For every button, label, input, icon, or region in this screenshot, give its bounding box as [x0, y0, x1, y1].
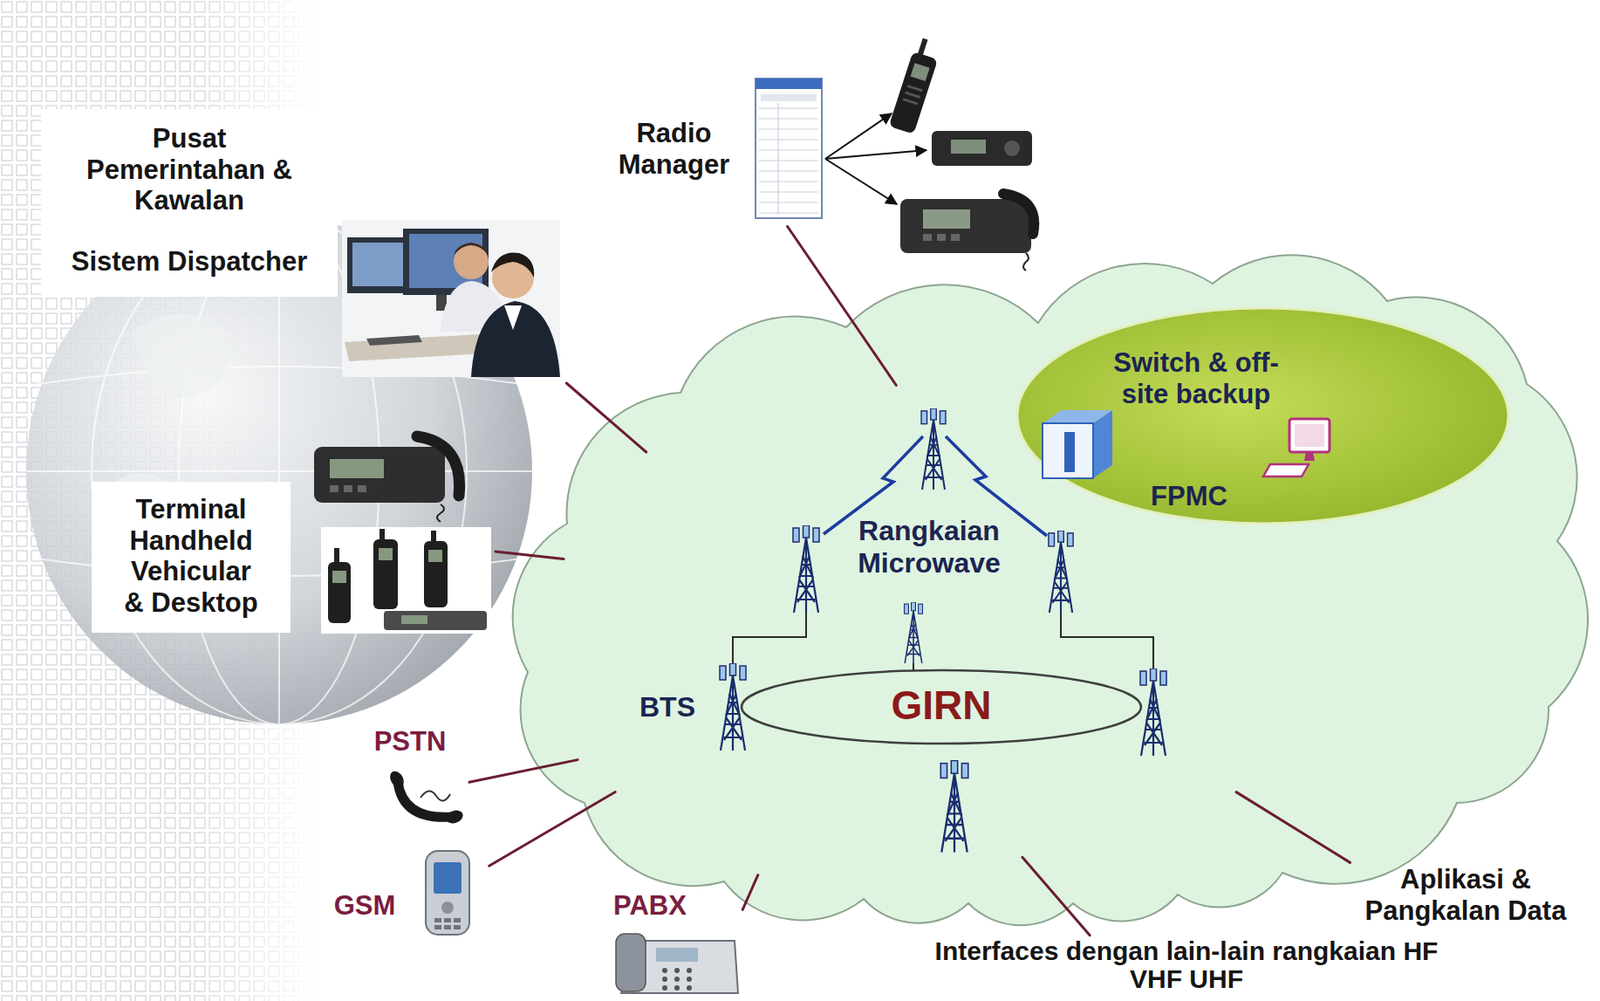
node-text: Switch & off-site backup [1091, 347, 1301, 410]
node-text: GSM [321, 889, 409, 922]
green-shape [1017, 307, 1509, 524]
microwave-towers [719, 408, 1167, 853]
gsm-link: GSM [321, 841, 487, 943]
node-text: Sistem Dispatcher [49, 246, 329, 278]
interfaces-note: Interfaces dengan lain-lain rangkaian HF… [907, 936, 1466, 997]
green-outline [1015, 306, 1511, 526]
text-slot: Rangkaian Microwave [841, 514, 1017, 580]
node-text: GIRN [739, 682, 1143, 729]
connector-line [566, 382, 646, 452]
text-slot: Interfaces dengan lain-lain rangkaian HF… [916, 936, 1457, 992]
dispatch-panel: Pusat Pemerintahan & KawalanSistem Dispa… [41, 109, 338, 297]
pabx-link: PABX [601, 889, 742, 999]
connector-line [742, 875, 759, 910]
node-text: Pusat Pemerintahan & Kawalan [71, 123, 308, 217]
radio-manager: Radio Manager [601, 74, 834, 225]
node-text: FPMC [1110, 480, 1268, 513]
text-slot: Aplikasi & Pangkalan Data [1352, 863, 1580, 926]
terminal-panel: Terminal Handheld Vehicular & Desktop [91, 481, 291, 633]
radio-devices [888, 36, 1035, 271]
dispatcher-photo [341, 219, 561, 377]
node-text: Radio Manager [601, 117, 746, 180]
dispatch-center-box: Pusat Pemerintahan & KawalanSistem Dispa… [41, 109, 565, 382]
connector-line [1022, 856, 1090, 935]
terminal-devices [314, 436, 492, 634]
node-text: Interfaces dengan lain-lain rangkaian HF… [916, 936, 1457, 992]
connector-line [495, 551, 564, 560]
connector-line [489, 792, 616, 867]
connector-line [469, 759, 578, 783]
connector-line [1236, 792, 1350, 863]
node-text: PSTN [362, 725, 459, 758]
node-text: Aplikasi & Pangkalan Data [1352, 863, 1580, 926]
node-text: BTS [632, 690, 703, 724]
text-slot: BTS [632, 690, 703, 724]
text-slot: PSTN [362, 725, 459, 758]
node-text: Rangkaian Microwave [841, 514, 1017, 580]
text-slot: Radio Manager [601, 117, 746, 180]
switch-backup-ellipse: Switch & off-site backupFPMC [1015, 306, 1511, 526]
network-cloud: Rangkaian MicrowaveBTS Switch & off-site … [514, 261, 1597, 960]
text-slot: PABX [601, 889, 698, 922]
pstn-link: PSTN [362, 725, 467, 829]
text-slot: FPMC [1110, 480, 1268, 513]
gsm-phone [425, 850, 470, 935]
node-text: PABX [601, 889, 698, 922]
connector-line [787, 226, 897, 386]
pabx-phone [615, 933, 739, 993]
apps-database: Aplikasi & Pangkalan Data [1352, 863, 1580, 927]
radio-manager-window [755, 78, 822, 219]
text-slot: GSM [321, 889, 409, 922]
pstn-phone [387, 768, 465, 826]
text-slot: GIRN [739, 682, 1143, 729]
cloud-shape [512, 254, 1588, 925]
girn-ring: GIRN [739, 668, 1143, 746]
radio-arrows [825, 113, 927, 205]
terminal-box: Terminal Handheld Vehicular & Desktop [87, 425, 493, 646]
node-text: Terminal Handheld Vehicular & Desktop [121, 493, 261, 619]
text-slot: Switch & off-site backup [1091, 347, 1301, 410]
backup-site-icons [1042, 410, 1330, 479]
